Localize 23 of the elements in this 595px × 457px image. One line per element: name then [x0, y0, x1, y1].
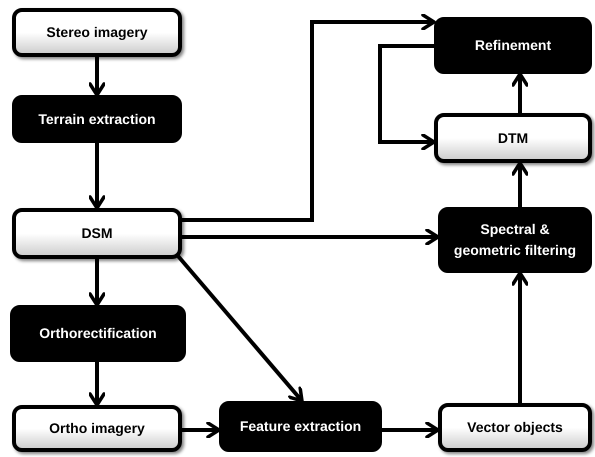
arrow — [511, 271, 529, 403]
data-box: DSM — [12, 208, 182, 259]
process-box: Spectral & geometric filtering — [438, 207, 592, 273]
arrow — [182, 421, 221, 439]
data-box: Ortho imagery — [12, 405, 182, 452]
process-box: Feature extraction — [219, 401, 382, 452]
arrow — [88, 259, 106, 307]
data-box: Vector objects — [438, 403, 592, 452]
arrow — [88, 143, 106, 210]
arrow — [511, 72, 529, 113]
data-box: Stereo imagery — [12, 8, 182, 57]
process-box: Terrain extraction — [12, 95, 182, 143]
arrow — [382, 421, 440, 439]
arrow — [88, 362, 106, 407]
process-box: Refinement — [434, 17, 592, 74]
arrow — [176, 254, 304, 403]
arrow — [182, 228, 440, 246]
arrow — [378, 44, 436, 151]
arrow — [511, 161, 529, 207]
data-box: DTM — [434, 113, 592, 163]
arrow — [182, 13, 436, 222]
process-box: Orthorectification — [10, 305, 186, 362]
arrow — [88, 57, 106, 97]
